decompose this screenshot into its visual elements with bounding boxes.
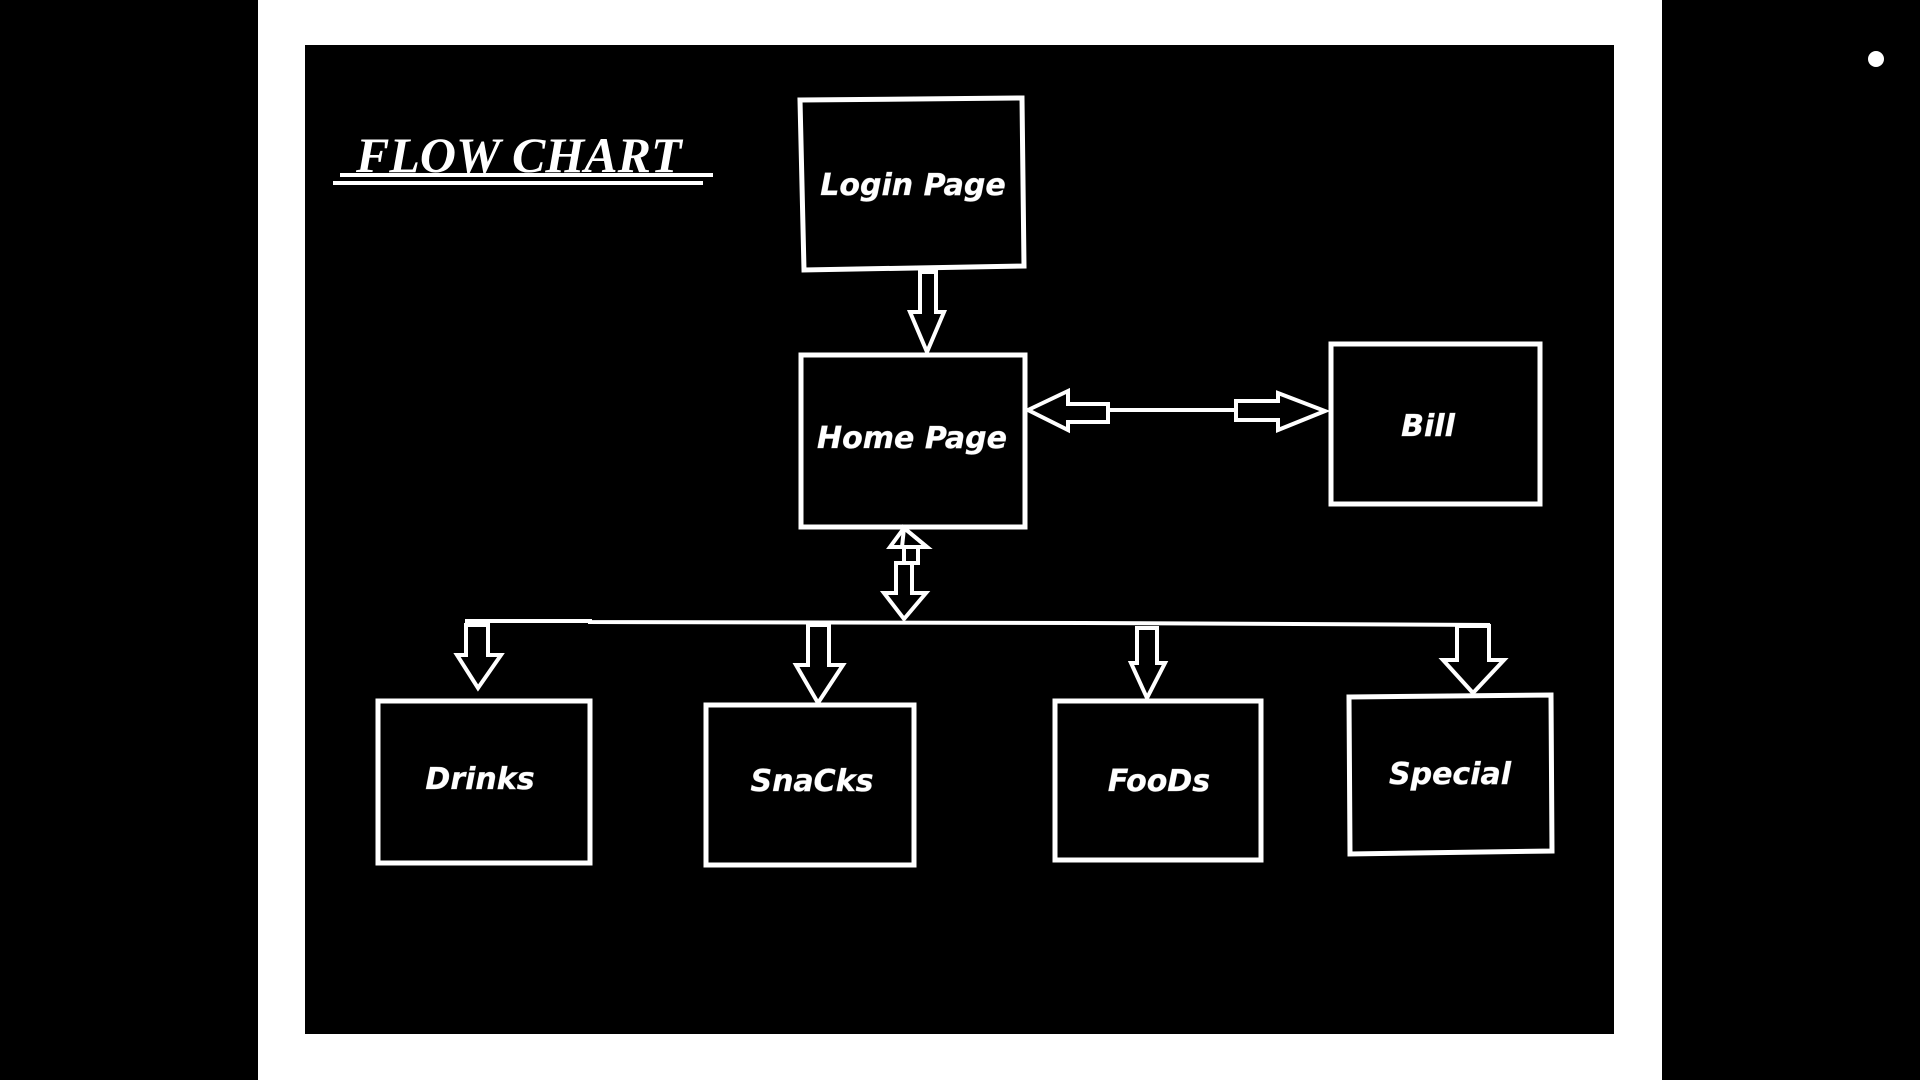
node-bill: Bill [1328,341,1543,507]
node-special: Special [1346,692,1555,857]
diagram-canvas [305,45,1614,1034]
drinks-label: Drinks [425,762,534,797]
foods-box [1052,698,1264,863]
arrow-down-head [879,561,931,623]
arrow-up-tip [886,525,933,549]
bill-box [1328,341,1543,507]
special-box [1346,692,1555,857]
drinks-box [375,698,593,866]
special-label: Special [1389,757,1512,792]
home-page-label: Home Page [817,421,1007,456]
arrow-home-categories [879,524,933,623]
arrow-home-bill [1023,387,1331,434]
arrow-to-foods [1127,626,1169,703]
snacks-box [703,702,917,868]
arrow-login-to-home [906,270,948,358]
home-page-box [798,352,1028,530]
login-page-label: Login Page [820,168,1005,203]
pointer-dot-icon [1868,51,1884,67]
node-drinks: Drinks [375,698,593,866]
arrow-to-snacks [792,623,847,707]
arrow-to-drinks [453,623,505,692]
arrow-to-special [1438,624,1509,696]
category-bus-line [465,619,1491,627]
foods-label: FooDs [1108,764,1210,799]
node-foods: FooDs [1052,698,1264,863]
arrow-right-head [1234,390,1331,433]
node-login-page: Login Page [797,95,1027,273]
snacks-label: SnaCks [750,764,873,799]
bill-label: Bill [1401,409,1455,444]
arrow-left-head [1023,387,1110,434]
login-page-box [797,95,1027,273]
node-home-page: Home Page [798,352,1028,530]
node-snacks: SnaCks [703,702,917,868]
